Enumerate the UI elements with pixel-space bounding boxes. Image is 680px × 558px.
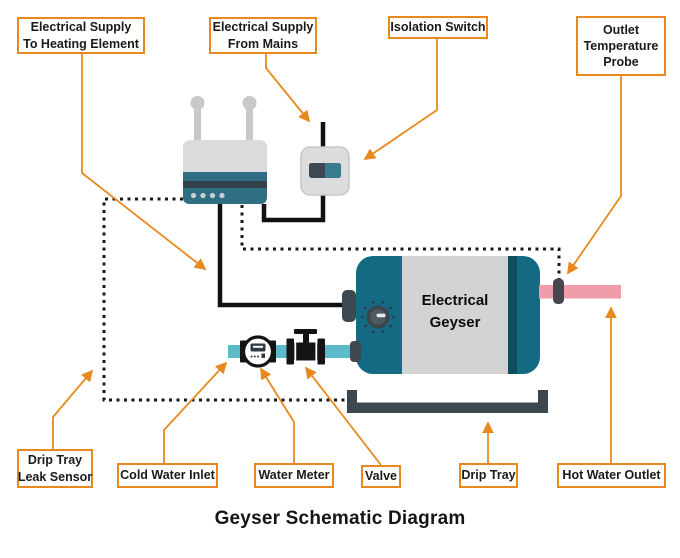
label-line: Cold Water Inlet: [120, 468, 215, 483]
label-line: Isolation Switch: [390, 20, 486, 35]
label-line: Electrical Supply: [212, 20, 314, 35]
inlet-connector: [350, 341, 361, 362]
label-line: Temperature: [583, 38, 659, 53]
label-line: Leak Sensor: [17, 469, 93, 484]
leader-heating-element: [81, 54, 207, 271]
label-line: Drip Tray: [461, 468, 516, 483]
leader-isolation-switch: [363, 39, 438, 160]
label-line: Probe: [603, 55, 639, 70]
isolation-switch-device: [300, 146, 350, 196]
geyser-device-label: Electrical Geyser: [402, 290, 508, 334]
temperature-probe-wire: [240, 205, 561, 281]
leader-cold-water-inlet: [163, 361, 228, 463]
label-line: Water Meter: [258, 468, 330, 483]
label-water-meter: Water Meter: [254, 463, 334, 488]
label-line: Electrical Supply: [30, 20, 132, 35]
label-line: Hot Water Outlet: [562, 468, 661, 483]
element-connector: [342, 290, 356, 322]
callout-leaders: [52, 39, 622, 466]
controller-led: [200, 192, 206, 199]
controller-led: [209, 192, 216, 199]
geyser-label-line: Geyser: [429, 313, 481, 331]
geyser-gray-body: [402, 256, 508, 374]
diagram-title: Geyser Schematic Diagram: [214, 508, 466, 529]
label-valve: Valve: [361, 465, 401, 488]
label-electrical-supply-to-heating-element: Electrical Supply To Heating Element: [17, 17, 145, 54]
antenna-left: [194, 104, 201, 144]
label-line: Drip Tray: [27, 453, 83, 468]
label-drip-tray: Drip Tray: [459, 463, 518, 488]
temperature-probe: [553, 278, 564, 304]
leader-water-meter: [260, 367, 295, 463]
label-line: To Heating Element: [23, 36, 139, 51]
valve-handle: [294, 329, 317, 334]
valve-stem: [303, 333, 309, 344]
leader-outlet-temp-probe: [567, 76, 622, 275]
label-line: Valve: [365, 469, 397, 484]
thermostat-knob: [361, 301, 395, 334]
label-isolation-switch: Isolation Switch: [388, 16, 488, 39]
geyser-label-line: Electrical: [421, 292, 489, 309]
antenna-left-tip: [190, 96, 205, 110]
leader-from-mains: [265, 54, 311, 123]
geyser-device: [342, 256, 540, 374]
antenna-right: [246, 104, 253, 144]
drip-tray-leak-sensor-wire: [102, 197, 347, 402]
label-outlet-temperature-probe: Outlet Temperature Probe: [576, 16, 666, 76]
drip-tray-shape: [347, 390, 548, 413]
geyser-dark-stripe: [508, 256, 517, 374]
valve-device: [286, 329, 325, 365]
hot-water-pipe: [539, 285, 621, 299]
label-line: Outlet: [602, 22, 640, 37]
leader-valve: [304, 366, 382, 466]
leader-leak-sensor: [52, 369, 94, 449]
label-cold-water-inlet: Cold Water Inlet: [117, 463, 218, 488]
label-line: From Mains: [227, 36, 299, 51]
valve-body: [293, 342, 318, 361]
label-electrical-supply-from-mains: Electrical Supply From Mains: [209, 17, 317, 54]
antenna-right-tip: [242, 96, 257, 110]
knob-pointer: [376, 313, 386, 318]
controller-led: [190, 192, 197, 199]
wifi-controller-device: [183, 96, 267, 204]
label-drip-tray-leak-sensor: Drip Tray Leak Sensor: [17, 449, 93, 488]
switch-toggle-on: [325, 163, 341, 178]
label-hot-water-outlet: Hot Water Outlet: [557, 463, 666, 488]
controller-stripe: [183, 181, 267, 188]
water-meter-device: [240, 335, 276, 368]
switch-to-controller-wire: [261, 192, 326, 223]
controller-led: [219, 192, 225, 199]
controller-to-geyser-wire: [217, 204, 346, 308]
